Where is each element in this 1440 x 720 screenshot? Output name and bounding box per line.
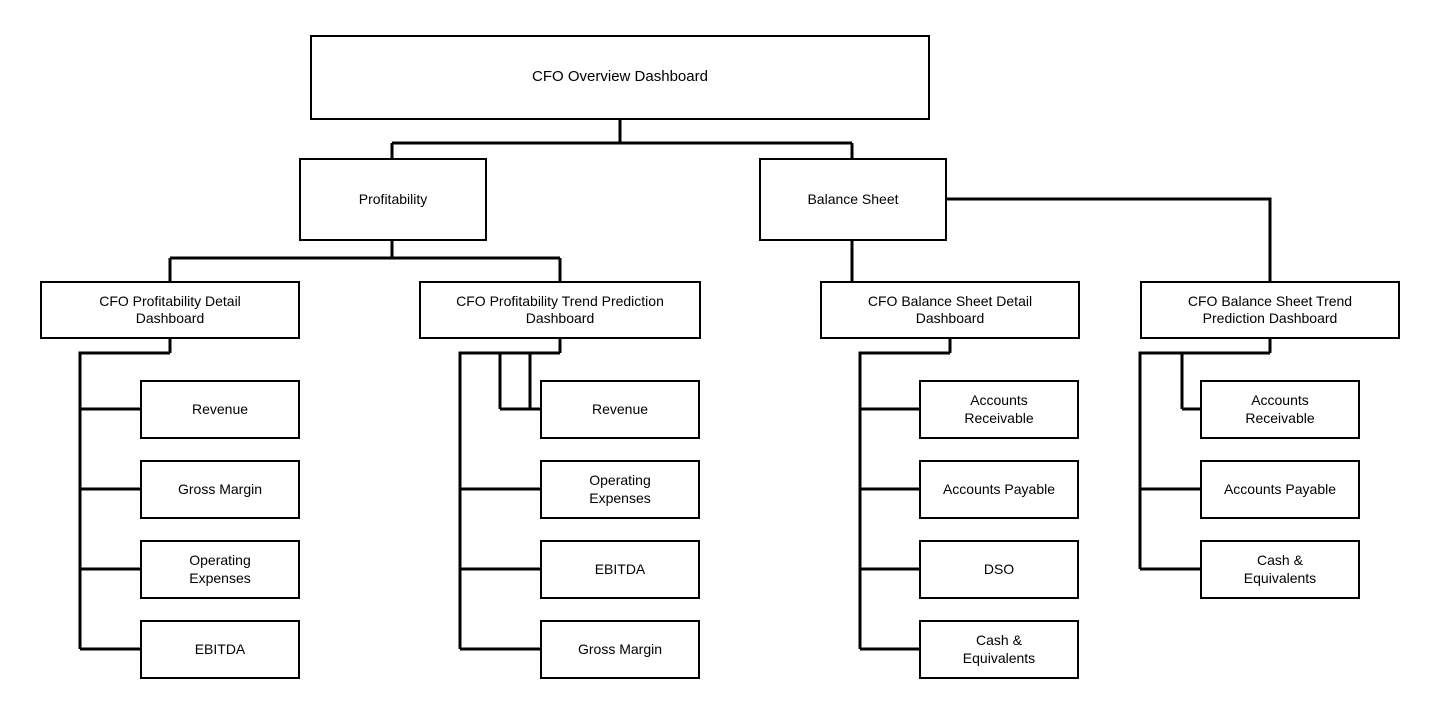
leaf-label: Accounts Payable: [1223, 480, 1337, 497]
node-cfo-profitability-trend-prediction-dashboard[interactable]: CFO Profitability Trend Prediction Dashb…: [419, 281, 701, 339]
leaf-label: Cash & Equivalents: [962, 632, 1036, 666]
leaf-node[interactable]: Gross Margin: [540, 620, 700, 679]
node-label: CFO Profitability Detail Dashboard: [99, 292, 241, 326]
leaf-node[interactable]: Revenue: [540, 380, 700, 439]
leaf-label: DSO: [983, 560, 1015, 577]
leaf-node[interactable]: Accounts Payable: [1200, 460, 1360, 519]
leaf-label: EBITDA: [194, 640, 246, 657]
leaf-node[interactable]: Cash & Equivalents: [1200, 540, 1360, 599]
node-cfo-balance-sheet-trend-prediction-dashboard[interactable]: CFO Balance Sheet Trend Prediction Dashb…: [1140, 281, 1400, 339]
leaf-label: Operating Expenses: [589, 472, 651, 506]
leaf-node[interactable]: Operating Expenses: [540, 460, 700, 519]
node-balance-sheet[interactable]: Balance Sheet: [759, 158, 947, 241]
leaf-node[interactable]: EBITDA: [540, 540, 700, 599]
leaf-node[interactable]: Accounts Payable: [919, 460, 1079, 519]
node-label: CFO Balance Sheet Trend Prediction Dashb…: [1187, 292, 1353, 326]
leaf-label: Accounts Payable: [942, 480, 1056, 497]
leaf-label: Accounts Receivable: [964, 392, 1034, 426]
leaf-node[interactable]: Operating Expenses: [140, 540, 300, 599]
leaf-label: Operating Expenses: [189, 552, 251, 586]
node-label: Balance Sheet: [807, 190, 899, 207]
node-profitability[interactable]: Profitability: [299, 158, 487, 241]
node-label: CFO Overview Dashboard: [532, 68, 708, 86]
leaf-node[interactable]: Revenue: [140, 380, 300, 439]
leaf-node[interactable]: EBITDA: [140, 620, 300, 679]
node-cfo-overview-dashboard[interactable]: CFO Overview Dashboard: [310, 35, 930, 120]
node-cfo-balance-sheet-detail-dashboard[interactable]: CFO Balance Sheet Detail Dashboard: [820, 281, 1080, 339]
leaf-label: Gross Margin: [177, 480, 263, 497]
leaf-label: Revenue: [191, 400, 249, 417]
leaf-node[interactable]: Gross Margin: [140, 460, 300, 519]
leaf-label: Accounts Receivable: [1245, 392, 1315, 426]
leaf-label: Gross Margin: [577, 640, 663, 657]
leaf-label: Cash & Equivalents: [1243, 552, 1317, 586]
node-label: Profitability: [358, 190, 428, 207]
leaf-node[interactable]: Accounts Receivable: [919, 380, 1079, 439]
leaf-label: Revenue: [591, 400, 649, 417]
leaf-node[interactable]: Cash & Equivalents: [919, 620, 1079, 679]
leaf-node[interactable]: Accounts Receivable: [1200, 380, 1360, 439]
leaf-node[interactable]: DSO: [919, 540, 1079, 599]
node-label: CFO Profitability Trend Prediction Dashb…: [456, 292, 664, 326]
node-label: CFO Balance Sheet Detail Dashboard: [867, 292, 1033, 326]
node-cfo-profitability-detail-dashboard[interactable]: CFO Profitability Detail Dashboard: [40, 281, 300, 339]
leaf-label: EBITDA: [594, 560, 646, 577]
